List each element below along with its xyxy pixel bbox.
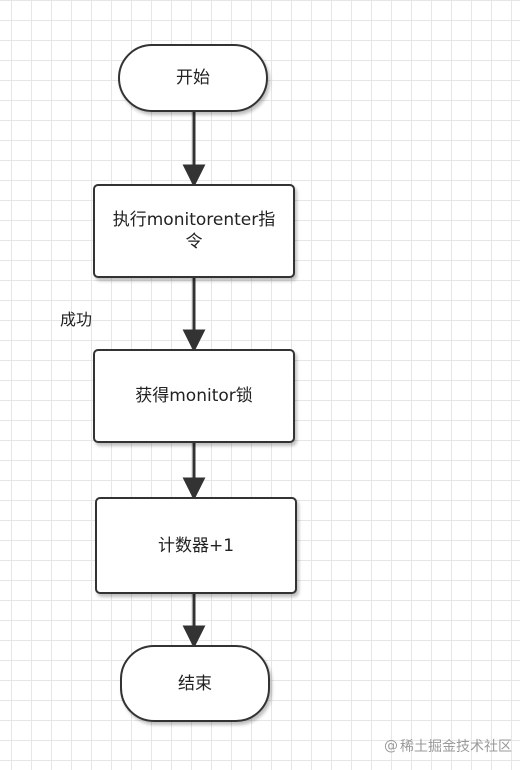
counter-label: 计数器+1 [157, 535, 235, 556]
arrowhead-3 [182, 477, 206, 501]
arrowhead-1 [182, 164, 206, 188]
start-node: 开始 [118, 44, 268, 112]
end-node: 结束 [120, 645, 270, 722]
monitorenter-node: 执行monitorenter指令 [93, 184, 295, 278]
watermark-text: 稀土掘金技术社区 [400, 739, 512, 755]
start-label: 开始 [176, 68, 210, 88]
watermark: @ 稀土掘金技术社区 [384, 736, 512, 756]
arrowhead-2 [182, 329, 206, 353]
counter-node: 计数器+1 [95, 497, 297, 594]
monitorenter-label: 执行monitorenter指令 [112, 210, 276, 252]
acquire-node: 获得monitor锁 [93, 349, 295, 443]
success-edge-label: 成功 [60, 310, 93, 329]
arrowhead-4 [182, 625, 206, 649]
watermark-at-sign: @ [384, 738, 398, 754]
acquire-label: 获得monitor锁 [135, 386, 253, 406]
end-label: 结束 [178, 673, 212, 694]
